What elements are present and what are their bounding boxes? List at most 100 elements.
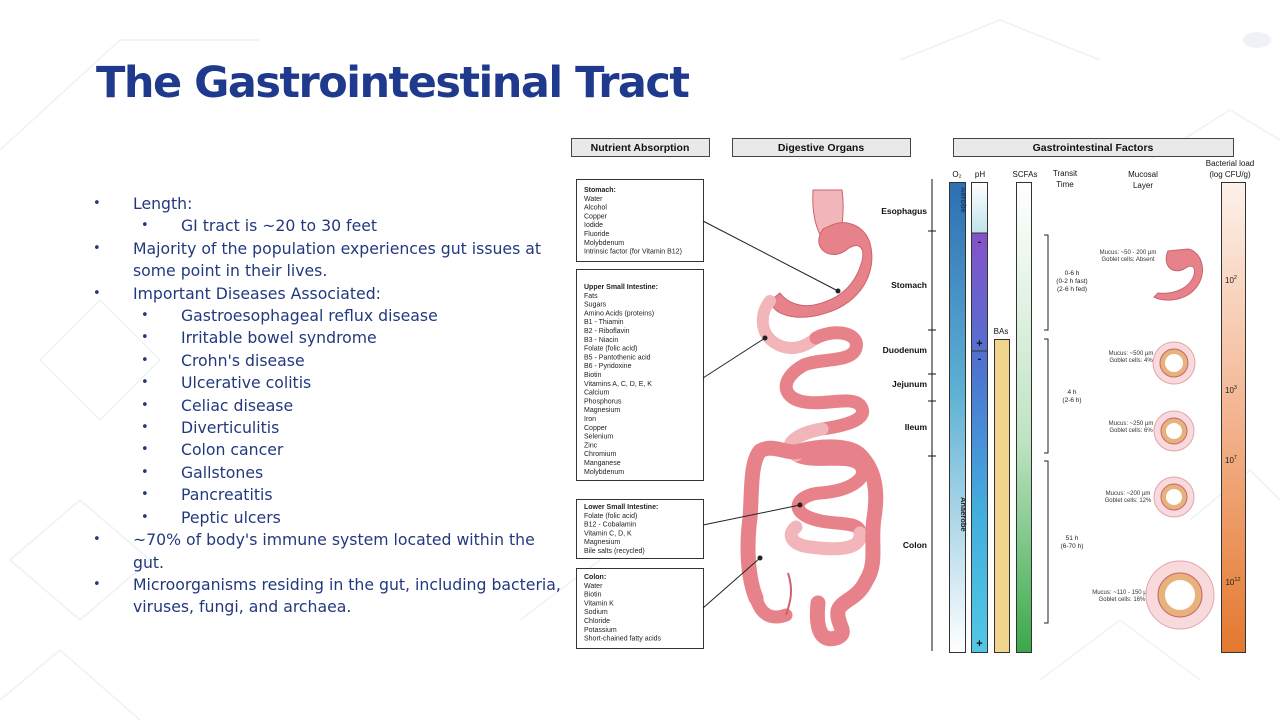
- absorption-item: Magnesium: [584, 407, 620, 414]
- absorption-item: Phosphorus: [584, 398, 622, 405]
- absorption-box-title: Colon:: [584, 574, 606, 581]
- bullet-marker: •: [141, 352, 149, 368]
- goblet-colon: Goblet cells: 16%: [1099, 597, 1146, 603]
- segment-axis: [928, 179, 936, 651]
- transit-colon-main: 51 h: [1066, 535, 1079, 542]
- sub-bullet-item: •Crohn's disease: [93, 350, 563, 372]
- o2-aerobe-label: Aerobe: [959, 187, 968, 213]
- bullet-text: Length:: [133, 194, 193, 213]
- transit-stomach-main: 0-6 h: [1065, 270, 1080, 277]
- absorption-item: Vitamin K: [584, 600, 614, 607]
- bullet-marker: •: [141, 218, 149, 234]
- ph-sign-minus: -: [978, 236, 982, 248]
- header-gi-factors: Gastrointestinal Factors: [953, 138, 1234, 157]
- goblet-ileum: Goblet cells: 12%: [1105, 498, 1152, 504]
- transit-times: 0-6 h (0-2 h fast) (2-6 h fed) 4 h (2-6 …: [1044, 234, 1088, 624]
- bacterial-load-small-intestine: 103: [1225, 385, 1237, 395]
- absorption-box-title: Lower Small Intestine:: [584, 504, 658, 511]
- sub-bullet-item: •Diverticulitis: [93, 417, 563, 439]
- bullet-text: Celiac disease: [181, 395, 294, 415]
- bullet-list: •Length:•GI tract is ~20 to 30 feet•Majo…: [93, 193, 563, 619]
- absorption-box-title: Stomach:: [584, 187, 616, 194]
- absorption-item: Chromium: [584, 451, 616, 458]
- header-absorption-label: Nutrient Absorption: [591, 142, 690, 154]
- bacterial-load-colon: 1012: [1225, 577, 1240, 587]
- sub-bullet-item: •Colon cancer: [93, 439, 563, 461]
- header-digestive-organs: Digestive Organs: [732, 138, 911, 157]
- cross-section-colon: [1145, 560, 1215, 630]
- bullet-marker: •: [141, 308, 149, 324]
- mucus-jejunum: Mucus: ~250 µm: [1109, 421, 1154, 427]
- bullet-text: Irritable bowel syndrome: [181, 328, 377, 348]
- bullet-item: •Important Diseases Associated:: [93, 283, 563, 305]
- bullet-text: Colon cancer: [181, 440, 284, 460]
- sub-bullet-item: • Gastroesophageal reflux disease: [93, 305, 563, 327]
- sub-bullet-item: •Ulcerative colitis: [93, 372, 563, 394]
- absorption-item: Sugars: [584, 302, 607, 309]
- absorption-item: Vitamin C, D, K: [584, 530, 632, 537]
- sub-bullet-item: •Gallstones: [93, 462, 563, 484]
- absorption-item: Sodium: [584, 609, 608, 616]
- absorption-item: Potassium: [584, 627, 617, 634]
- bacterial-load-stomach: 102: [1225, 275, 1237, 285]
- goblet-jejunum: Goblet cells: 6%: [1109, 428, 1153, 434]
- absorption-item: Zinc: [584, 442, 598, 449]
- organ-label-jejunum: Jejunum: [892, 379, 927, 389]
- absorption-item: Manganese: [584, 460, 621, 467]
- bullet-text: Diverticulitis: [181, 418, 280, 438]
- bullet-marker: •: [141, 464, 149, 480]
- absorption-item: Magnesium: [584, 539, 620, 546]
- bacterial-header-2: (log CFU/g): [1209, 170, 1251, 179]
- header-nutrient-absorption: Nutrient Absorption: [571, 138, 710, 157]
- bullet-text: Gastroesophageal reflux disease: [181, 306, 438, 326]
- mini-stomach-icon: [1153, 248, 1203, 301]
- mucus-stomach: Mucus: ~50 - 200 µm: [1100, 250, 1157, 256]
- bullet-text: Important Diseases Associated:: [133, 283, 381, 303]
- absorption-item: Iron: [584, 416, 596, 423]
- ph-bar: - + - +: [971, 182, 988, 653]
- absorption-item: Water: [584, 196, 603, 203]
- bullet-text: Majority of the population experiences g…: [133, 238, 542, 281]
- bullet-marker: •: [141, 487, 149, 503]
- absorption-item: Folate (folic acid): [584, 346, 637, 353]
- absorption-item: Chloride: [584, 618, 610, 625]
- gi-tract-figure: Nutrient Absorption Digestive Organs Gas…: [560, 133, 1260, 658]
- absorption-item: Vitamins A, C, D, E, K: [584, 381, 652, 388]
- absorption-item: B2 - Riboflavin: [584, 328, 630, 335]
- absorption-item: Fats: [584, 293, 598, 300]
- bullet-text: GI tract is ~20 to 30 feet: [181, 216, 378, 236]
- page-title: The Gastrointestinal Tract: [96, 58, 690, 108]
- svg-text:Lower Small Intestine:Folate (: Lower Small Intestine:Folate (folic acid…: [584, 504, 658, 555]
- bacterial-load-bar: 102 103 107 1012: [1221, 182, 1246, 653]
- absorption-item: Biotin: [584, 592, 602, 599]
- absorption-item: Short-chained fatty acids: [584, 636, 662, 643]
- absorption-item: Calcium: [584, 390, 609, 397]
- goblet-duodenum: Goblet cells: 4%: [1109, 358, 1153, 364]
- absorption-item: Alcohol: [584, 205, 607, 212]
- organ-label-duodenum: Duodenum: [883, 345, 928, 355]
- absorption-item: Selenium: [584, 434, 613, 441]
- absorption-item: Amino Acids (proteins): [584, 310, 654, 317]
- bullet-marker: •: [141, 397, 149, 413]
- organ-label-esophagus: Esophagus: [881, 206, 927, 216]
- transit-small-sub1: (2-6 h): [1062, 397, 1081, 404]
- absorption-item: B1 - Thiamin: [584, 319, 624, 326]
- ph-sign-plus: +: [976, 338, 982, 350]
- bullet-item: •Majority of the population experiences …: [93, 238, 563, 283]
- mucosal-header-1: Mucosal: [1128, 170, 1158, 179]
- o2-bar: Aerobe Anaerobe: [949, 182, 968, 653]
- absorption-item: B3 - Niacin: [584, 337, 618, 344]
- cross-section-duodenum: [1152, 341, 1196, 385]
- sub-bullet-item: • GI tract is ~20 to 30 feet: [93, 215, 563, 237]
- cross-section-ileum: [1153, 476, 1195, 518]
- absorption-box-title: Upper Small Intestine:: [584, 284, 658, 291]
- bacterial-load-ileum: 107: [1225, 455, 1237, 465]
- absorption-item: Intrinsic factor (for Vitamin B12): [584, 249, 682, 256]
- absorption-item: Bile salts (recycled): [584, 548, 645, 555]
- bas-label: BAs: [994, 327, 1009, 336]
